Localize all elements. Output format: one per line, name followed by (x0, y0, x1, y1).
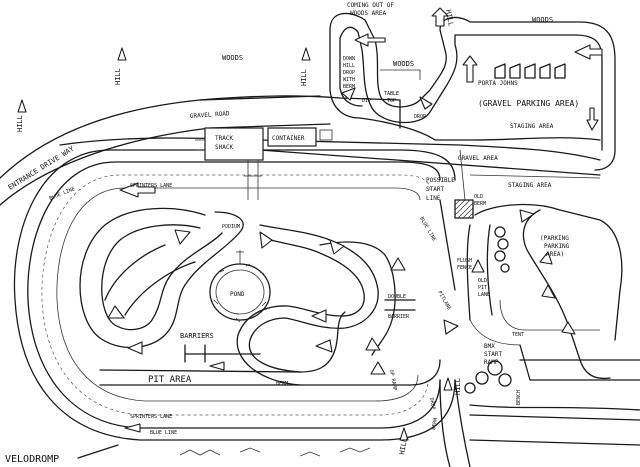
track-shack-label-1: TRACK (215, 135, 233, 142)
down-hill-label-1: DOWN (343, 56, 355, 62)
possible-label-3: LINE (426, 195, 441, 202)
porta-johns (494, 63, 566, 79)
labels: WOODS WOODS WOODS COMING OUT OF WOODS AR… (5, 2, 579, 465)
hill-label-mid: HILL (300, 69, 308, 86)
down-hill-label-2: HILL (343, 63, 355, 69)
gravel-area-label: GRAVEL AREA (458, 155, 498, 162)
down-hill-label-5: BERM (343, 84, 355, 90)
old-berm-label-2: BERM (474, 201, 486, 207)
sprinters-lane-label-bottom: SPRINTERS LANE (130, 414, 172, 420)
velodrome-pointer (77, 444, 119, 459)
pond (209, 250, 271, 323)
container (267, 127, 333, 147)
possible-start-line (459, 149, 466, 201)
entrance-driveway (0, 95, 331, 206)
podium-label: PODIUM (222, 224, 240, 230)
flush-fence-label-2: FENCE (457, 265, 472, 271)
staging-line (469, 174, 601, 179)
bmx-label-1: BMX (484, 343, 495, 350)
hill-label-far-right: HILL (444, 9, 455, 27)
coming-out-label-2: WOODS AREA (350, 10, 387, 17)
pitlane-label-right: PITLANE (436, 290, 452, 311)
porta-johns-label: PORTA JOHNS (478, 80, 518, 87)
old-berm-hatch (454, 199, 474, 219)
table-top-label-1: TABLE (384, 91, 399, 97)
coming-out-label-1: COMING OUT OF (347, 2, 394, 9)
hill-label-top: HILL (114, 68, 122, 85)
possible-label-1: POSSIBLE (426, 177, 455, 184)
drop-label-mid: DROP (428, 397, 436, 410)
right-straight (439, 379, 640, 467)
pit-area-label: PIT AREA (148, 375, 192, 385)
hill-label-left: HILL (16, 115, 24, 132)
double-barrier-label-2: BARRIER (388, 314, 410, 320)
old-pit-label-2: PIT (478, 285, 487, 291)
pond-label: POND (230, 291, 245, 298)
old-pit-label-3: LANE (478, 292, 490, 298)
possible-label-2: START (426, 186, 444, 193)
woods-label-mid: WOODS (393, 60, 414, 68)
dip-label: DIP (362, 98, 371, 104)
old-berm-label-1: OLD (474, 194, 483, 200)
bmx-label-3: RAMP (484, 359, 499, 366)
table-top-label-2: TOP (387, 98, 396, 104)
bench-label: BENCH (516, 390, 522, 405)
woods-loop (329, 12, 616, 171)
trees (464, 226, 512, 394)
blue-line-label-bottom: BLUE LINE (150, 430, 177, 436)
up-ramp-label: UP RAMP (388, 369, 398, 391)
gravel-parking-label: (GRAVEL PARKING AREA) (478, 99, 579, 108)
entrance-label: ENTRANCE DRIVE WAY (7, 144, 76, 191)
grass-marks (179, 447, 371, 457)
gravel-road-label: GRAVEL ROAD (190, 110, 231, 120)
container-label: CONTAINER (272, 135, 305, 142)
old-pit-label-1: OLD (478, 278, 487, 284)
berm-label-left: BERM (276, 381, 288, 387)
parking-label-2: PARKING (544, 243, 570, 250)
double-barrier-label-1: DOUBLE (388, 294, 406, 300)
blue-line-label-right: BLUE LINE (418, 216, 437, 242)
woods-label-right: WOODS (532, 16, 553, 24)
down-hill-label-4: WITH (343, 77, 355, 83)
berm-label-bottom: BERM (431, 417, 439, 430)
hill-label-bottom: HILL (398, 437, 409, 455)
track-shack-label-2: SHACK (215, 144, 233, 151)
velodrome-label: VELODROMP (5, 454, 59, 465)
drop-label: DROP (414, 114, 426, 120)
staging-area-label-mid: STAGING AREA (508, 182, 552, 189)
sprinters-lane-label-top: SPRINTERS LANE (130, 183, 172, 189)
track-shack (195, 127, 264, 200)
bmx-label-2: START (484, 351, 502, 358)
parking-area (439, 199, 640, 381)
hill-label-right: HILL (454, 378, 462, 395)
parking-label-3: AREA) (546, 251, 564, 258)
parking-label-1: (PARKING (540, 235, 569, 242)
down-hill-label-3: DROP (343, 70, 355, 76)
tent-label: TENT (512, 332, 524, 338)
blue-line-label-top: BLUE LINE (49, 186, 76, 202)
direction-arrows (17, 7, 603, 441)
woods-label-top: WOODS (222, 54, 243, 62)
staging-area-label-top: STAGING AREA (510, 123, 554, 130)
barriers-label: BARRIERS (180, 332, 214, 340)
flush-fence-label-1: FLUSH (457, 258, 472, 264)
velodrome-outer-oval (13, 149, 456, 441)
